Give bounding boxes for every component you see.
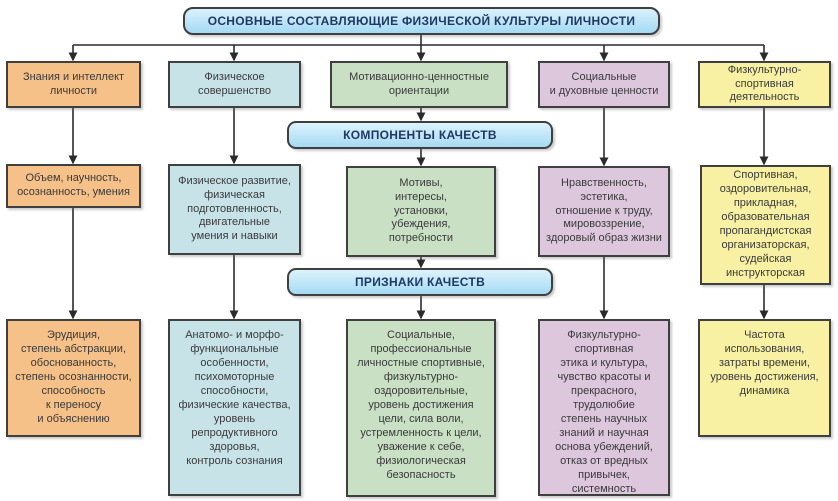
box-knowledge-components: Объем, научность, осознанность, умения [6,164,141,208]
box-motivation-attributes: Социальные, профессиональные личностные … [346,319,496,497]
box-values-header: Социальные и духовные ценности [538,61,670,108]
diagram-title: ОСНОВНЫЕ СОСТАВЛЯЮЩИЕ ФИЗИЧЕСКОЙ КУЛЬТУР… [183,7,660,35]
box-values-attributes: Физкультурно- спортивная этика и культур… [538,319,670,496]
box-activity-attributes: Частота использования, затраты времени, … [698,319,831,437]
box-motivation-components: Мотивы, интересы, установки, убеждения, … [346,166,496,257]
band-components: КОМПОНЕНТЫ КАЧЕСТВ [287,121,553,149]
box-perfection-attributes: Анатомо- и морфо- функциональные особенн… [168,319,301,496]
box-perfection-header: Физическое совершенство [168,61,301,108]
box-knowledge-header: Знания и интеллект личности [6,61,141,108]
box-motivation-header: Мотивационно-ценностные ориентации [330,61,508,108]
box-activity-header: Физкультурно- спортивная деятельность [698,61,831,108]
box-perfection-components: Физическое развитие, физическая подготов… [168,164,301,255]
box-activity-components: Спортивная, оздоровительная, прикладная,… [700,165,831,285]
box-knowledge-attributes: Эрудиция, степень абстракции, обоснованн… [6,319,141,437]
band-attributes: ПРИЗНАКИ КАЧЕСТВ [287,268,553,296]
box-values-components: Нравственность, эстетика, отношение к тр… [538,166,670,257]
